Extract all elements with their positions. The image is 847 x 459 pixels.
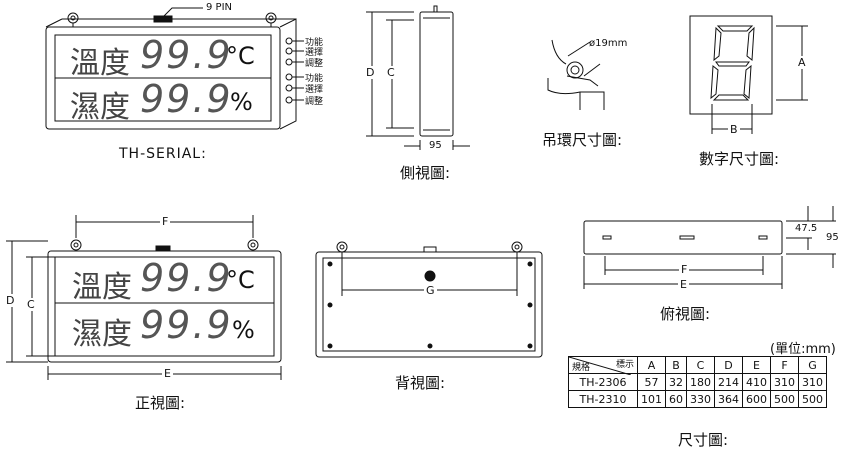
table-row: TH-2306 57 32 180 214 410 310 310: [568, 373, 827, 391]
front-top-temp-label: 溫度: [70, 46, 130, 81]
button-label-function-2: 功能: [305, 74, 324, 84]
top-view-drawing: [583, 206, 836, 289]
front-hum-label: 濕度: [72, 317, 132, 352]
button-label-select-2: 選擇: [305, 85, 324, 95]
model-caption: TH-SERIAL:: [119, 146, 207, 162]
back-dim-g: G: [424, 284, 437, 297]
table-cell: 214: [714, 373, 743, 391]
hook-view-drawing: [547, 39, 605, 110]
side-view-drawing: [366, 5, 470, 150]
back-view-caption: 背視圖:: [395, 374, 446, 392]
digit-view-caption: 數字尺寸圖:: [699, 150, 780, 168]
front-dim-f: F: [160, 215, 171, 228]
side-dim-d: D: [366, 66, 375, 79]
table-corner-cell: 標示 規格: [568, 356, 638, 375]
table-cell: 500: [770, 390, 799, 408]
top-view-caption: 俯視圖:: [660, 305, 711, 323]
digit-dim-b: B: [728, 123, 740, 136]
corner-bottom-label: 規格: [572, 363, 591, 373]
table-cell: 101: [637, 390, 666, 408]
front-hum-unit: %: [232, 316, 255, 344]
front-top-hum-unit: %: [230, 88, 253, 116]
front-hum-value: 99.9: [140, 303, 233, 347]
button-label-adjust: 調整: [305, 59, 324, 69]
table-cell: 600: [742, 390, 771, 408]
front-view-caption: 正視圖:: [135, 394, 186, 412]
side-view-caption: 側視圖:: [400, 164, 451, 182]
button-label-function: 功能: [305, 38, 324, 48]
front-dim-d: D: [6, 294, 15, 307]
table-cell: 180: [686, 373, 715, 391]
col-header-d: D: [714, 356, 743, 374]
dimension-caption: 尺寸圖:: [678, 431, 729, 449]
corner-top-label: 標示: [615, 360, 634, 370]
table-header-row: 標示 規格 A B C D E F G: [568, 356, 827, 375]
unit-label: (單位:mm): [770, 342, 836, 357]
col-header-e: E: [742, 356, 771, 374]
top-dim-f: F: [679, 263, 690, 276]
front-top-hum-label: 濕度: [70, 90, 130, 125]
back-view-drawing: [315, 241, 543, 358]
table-row: TH-2310 101 60 330 364 600 500 500: [568, 390, 827, 408]
front-dim-c: C: [27, 298, 35, 311]
front-temp-value: 99.9: [140, 256, 233, 300]
col-header-g: G: [798, 356, 827, 374]
button-label-select: 選擇: [305, 48, 324, 58]
top-dim-e: E: [678, 278, 689, 291]
front-device-top: [45, 7, 304, 130]
top-dim-47-5: 47.5: [795, 223, 818, 234]
table-cell: 364: [714, 390, 743, 408]
table-cell: 410: [742, 373, 771, 391]
table-cell: 310: [798, 373, 827, 391]
front-top-temp-unit: °C: [226, 42, 255, 70]
row-model: TH-2306: [568, 373, 638, 391]
side-dim-95: 95: [429, 140, 442, 151]
button-label-adjust-2: 調整: [305, 97, 324, 107]
digit-dim-a: A: [798, 56, 806, 69]
side-dim-c: C: [387, 66, 395, 79]
col-header-a: A: [637, 356, 666, 374]
front-top-hum-value: 99.9: [140, 77, 233, 121]
front-dim-e: E: [162, 367, 173, 380]
digit-view-drawing: [689, 15, 808, 134]
hook-diameter: ø19mm: [589, 38, 628, 49]
front-temp-unit: °C: [226, 266, 255, 294]
row-model: TH-2310: [568, 390, 638, 408]
table-cell: 330: [686, 390, 715, 408]
table-cell: 500: [798, 390, 827, 408]
table-cell: 60: [665, 390, 687, 408]
col-header-c: C: [686, 356, 715, 374]
front-temp-label: 溫度: [72, 270, 132, 305]
table-cell: 32: [665, 373, 687, 391]
hook-view-caption: 吊環尺寸圖:: [542, 131, 623, 149]
front-top-temp-value: 99.9: [140, 33, 233, 77]
col-header-f: F: [770, 356, 799, 374]
table-cell: 310: [770, 373, 799, 391]
pin-label: 9 PIN: [206, 2, 233, 13]
spec-table: 標示 規格 A B C D E F G TH-2306 57 32 180 21…: [568, 356, 827, 408]
col-header-b: B: [665, 356, 687, 374]
table-cell: 57: [637, 373, 666, 391]
top-dim-95: 95: [826, 232, 839, 243]
